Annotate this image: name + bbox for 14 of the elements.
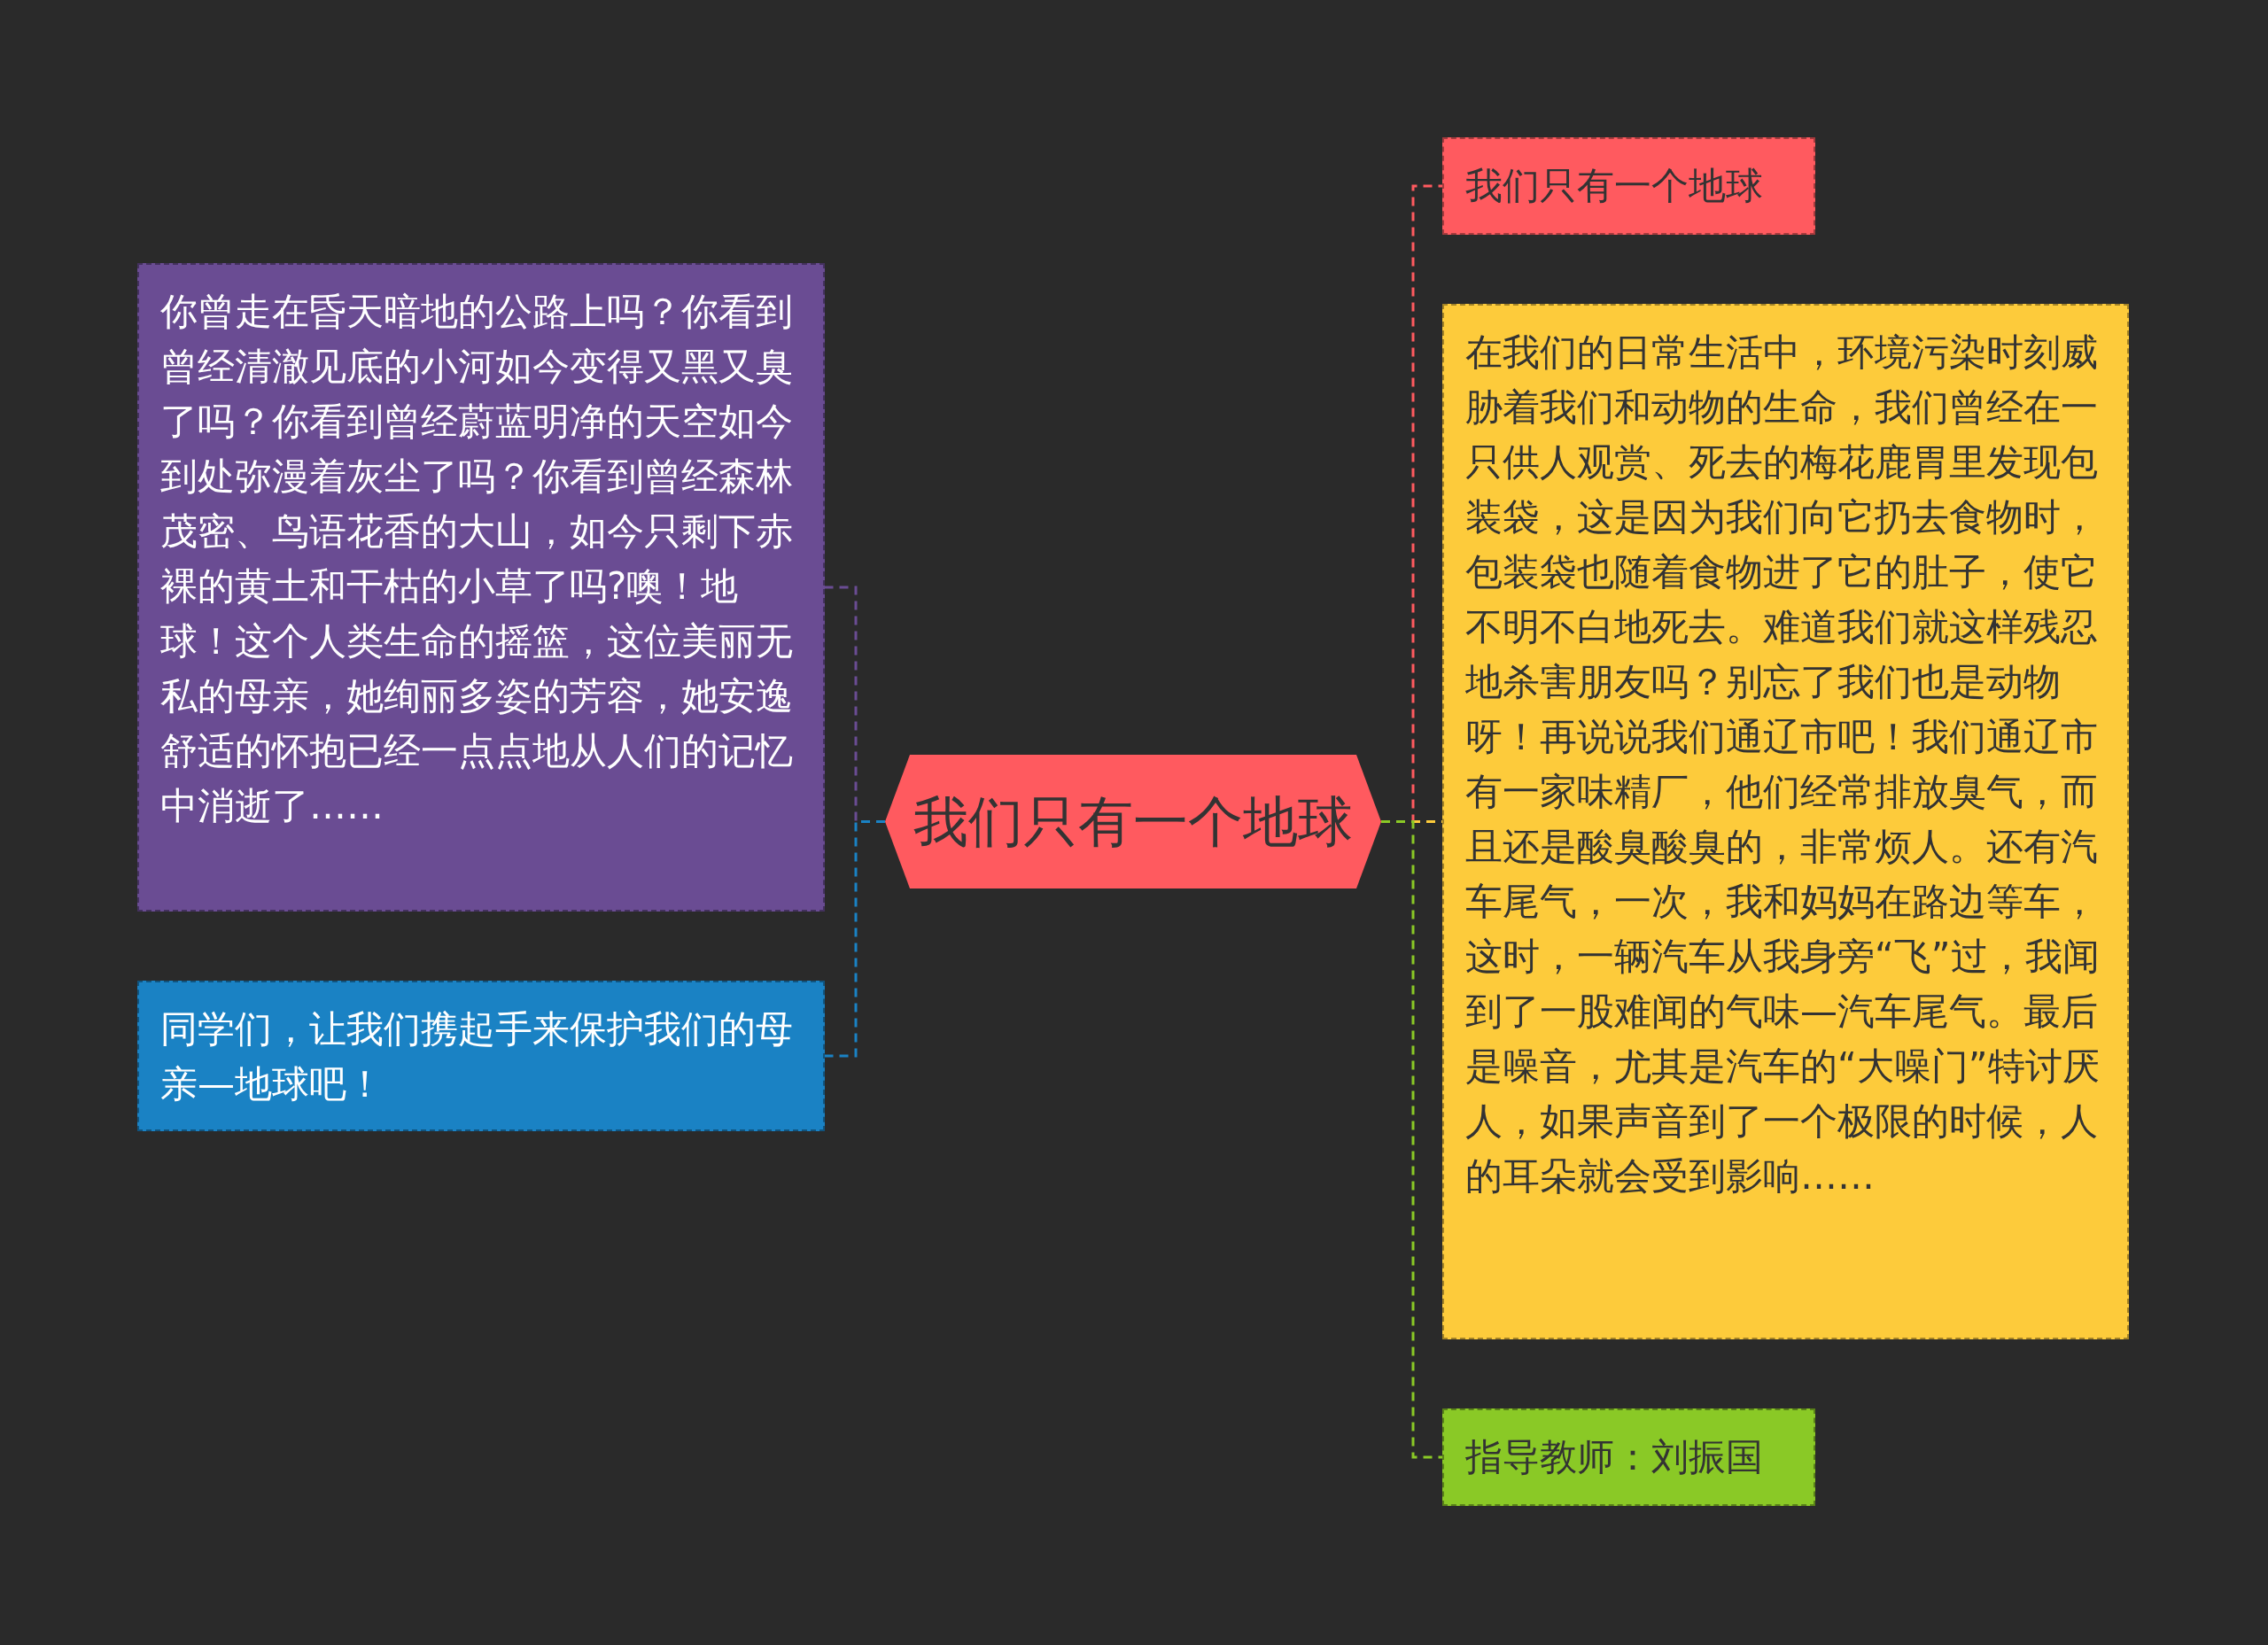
topic-card: [1442, 1408, 1815, 1506]
topic-text: 我们只有一个地球: [1465, 163, 1764, 209]
topic-card: [137, 981, 825, 1131]
connector-line: [1381, 820, 1442, 1459]
topic-title: 我们只有一个地球: [913, 788, 1353, 856]
topic-card: [1442, 137, 1815, 235]
topic-text: 在我们的日常生活中，环境污染时刻威胁着我们和动物的生命，我们曾经在一只供人观赏、死去的梅花鹿胃里发现包装袋，这是因为我们向它扔去食物时，包装袋也随着食物进了它的肚子，使它不明不白地死去。难道我们就这样残忍地杀害朋友吗？别忘了我们也是动物呀！再说说我们通辽市吧！我们通辽市有一家味精厂，他们经常排放臭气，而且还是酸臭酸臭的，非常烦人。还有汽车尾气，一次，我和妈妈在路边等车，这时，一辆汽车从我身旁“飞”过，我闻到了一股难闻的气味—汽车尾气。最后是噪音，尤其是汽车的“大噪门”特讨厌人，如果声音到了一个极限的时候，人的耳朵就会受到影响……: [1465, 330, 2101, 1199]
topic-card: [1442, 304, 2129, 1339]
topic-text: 指导教师：刘振国: [1465, 1434, 1764, 1480]
topic-text: 同学们，让我们携起手来保护我们的母亲—地球吧！: [160, 1006, 794, 1107]
connector-line: [825, 820, 885, 1058]
topic-card: [137, 263, 825, 912]
central-topic-hexagon: [885, 755, 1381, 888]
topic-text: 你曾走在昏天暗地的公路上吗？你看到曾经清澈见底的小河如今变得又黑又臭了吗？你看到曾经蔚蓝明净的天空如今到处弥漫着灰尘了吗？你看到曾经森林茂密、鸟语花香的大山，如今只剩下赤裸的黄土和干枯的小草了吗?噢！地球！这个人类生命的摇篮，这位美丽无私的母亲，她绚丽多姿的芳容，她安逸舒适的怀抱已经一点点地从人们的记忆中消逝了……: [160, 289, 794, 829]
